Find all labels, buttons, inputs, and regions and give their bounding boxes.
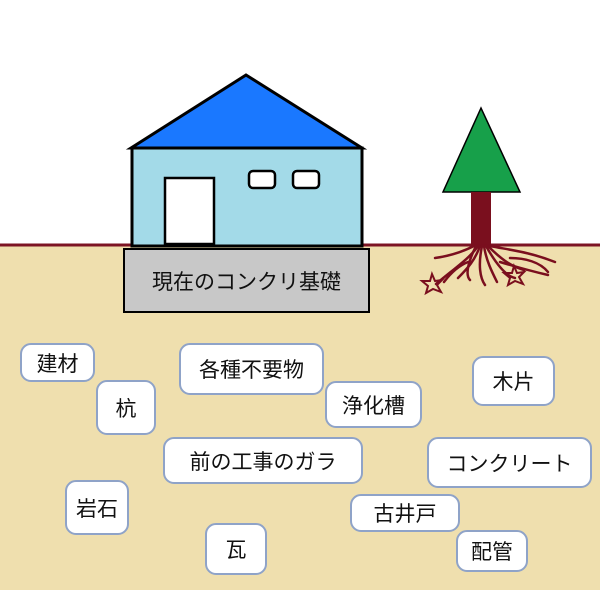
debris-label-mokuhen: 木片: [472, 356, 555, 406]
debris-label-jokaso: 浄化槽: [325, 381, 422, 428]
debris-label-kawara: 瓦: [205, 523, 267, 575]
debris-label-mae-no-kouji-no-gara: 前の工事のガラ: [163, 437, 363, 484]
root-star-right: [501, 263, 527, 288]
house-window-right: [291, 169, 321, 190]
debris-label-ganseki: 岩石: [65, 480, 129, 535]
root-star-left: [419, 271, 445, 296]
tree-trunk: [471, 192, 491, 246]
debris-label-kenzai: 建材: [20, 343, 95, 382]
tree-foliage: [441, 106, 522, 193]
debris-label-koido: 古井戸: [350, 494, 460, 532]
debris-label-kui: 杭: [96, 380, 156, 435]
house: [125, 73, 368, 248]
debris-label-concrete: コンクリート: [427, 437, 592, 488]
foundation-label: 現在のコンクリ基礎: [152, 270, 341, 294]
foundation: [123, 248, 370, 313]
house-roof: [125, 73, 368, 150]
house-window-left: [247, 169, 277, 190]
house-door: [163, 176, 216, 246]
debris-label-haikan: 配管: [456, 530, 528, 572]
debris-label-kakushu-fuyobutsu: 各種不要物: [179, 343, 324, 395]
tree: [419, 106, 557, 296]
